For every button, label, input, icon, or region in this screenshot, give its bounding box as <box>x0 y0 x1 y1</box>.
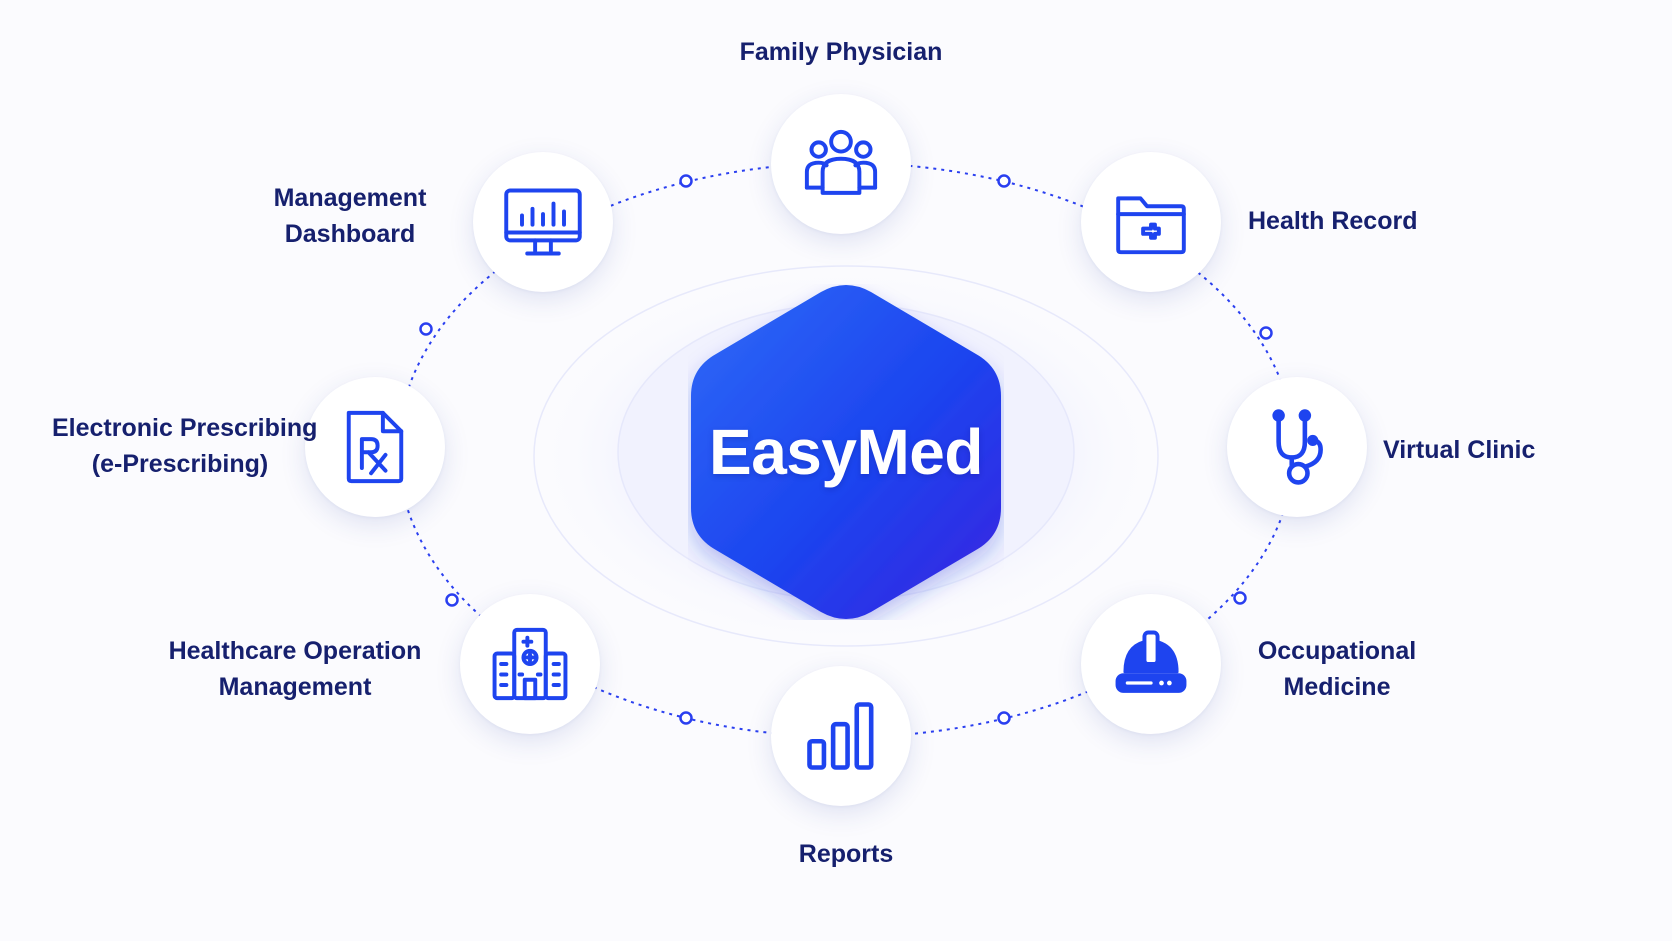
label-family-physician: Family Physician <box>739 38 943 66</box>
hexagon-shape <box>691 285 1001 619</box>
prescription-document-icon <box>346 410 404 484</box>
product-title: EasyMed <box>709 416 983 488</box>
label-reports: Reports <box>798 840 894 868</box>
node-reports[interactable] <box>771 666 911 806</box>
node-family-physician[interactable] <box>771 94 911 234</box>
hard-hat-icon <box>1115 630 1187 693</box>
medical-folder-icon <box>1116 196 1186 255</box>
node-healthcare-operation-management[interactable] <box>460 594 600 734</box>
node-management-dashboard[interactable] <box>473 152 613 292</box>
label-health-record: Health Record <box>1248 207 1418 235</box>
stethoscope-icon <box>1272 409 1323 485</box>
orbit-connector-dots <box>419 174 1273 725</box>
node-electronic-prescribing[interactable] <box>305 377 445 517</box>
node-virtual-clinic[interactable] <box>1227 377 1367 517</box>
bar-chart-icon <box>807 702 874 770</box>
easymed-hub: EasyMed <box>688 284 1004 620</box>
label-healthcare-operation-management: Healthcare Operation Management <box>168 637 422 701</box>
hospital-building-icon <box>492 627 568 701</box>
node-health-record[interactable] <box>1081 152 1221 292</box>
label-electronic-prescribing: Electronic Prescribing (e-Prescribing) <box>52 414 318 478</box>
node-occupational-medicine[interactable] <box>1081 594 1221 734</box>
label-virtual-clinic: Virtual Clinic <box>1383 436 1536 464</box>
people-group-icon <box>804 129 878 195</box>
label-occupational-medicine: Occupational Medicine <box>1257 637 1417 701</box>
label-management-dashboard: Management Dashboard <box>273 184 427 248</box>
monitor-chart-icon <box>504 188 582 256</box>
